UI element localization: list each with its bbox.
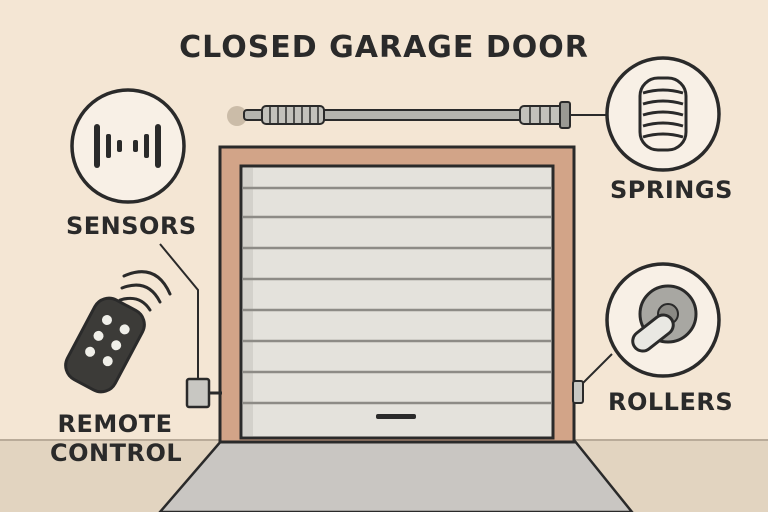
torsion-spring-bar	[227, 101, 571, 129]
springs-label: SPRINGS	[610, 176, 733, 204]
sensors-label: SENSORS	[66, 212, 197, 240]
rollers-label: ROLLERS	[608, 388, 734, 416]
remote-control-label: REMOTE CONTROL	[50, 410, 183, 468]
sensor-waves-icon	[70, 88, 186, 204]
garage-door	[239, 164, 555, 440]
right-roller-bracket	[572, 380, 584, 404]
left-sensor-unit	[185, 377, 222, 409]
driveway	[158, 438, 634, 512]
remote-label-line-1: REMOTE	[57, 410, 173, 438]
remote-label-line-2: CONTROL	[50, 439, 183, 467]
diagram-title: CLOSED GARAGE DOOR	[179, 30, 589, 65]
roller-icon	[605, 262, 721, 378]
remote-control-icon	[64, 270, 172, 394]
door-handle	[376, 414, 416, 419]
rollers-leader-line	[581, 353, 613, 385]
coil-spring-icon	[605, 56, 721, 172]
sensors-leader-line	[159, 243, 199, 380]
